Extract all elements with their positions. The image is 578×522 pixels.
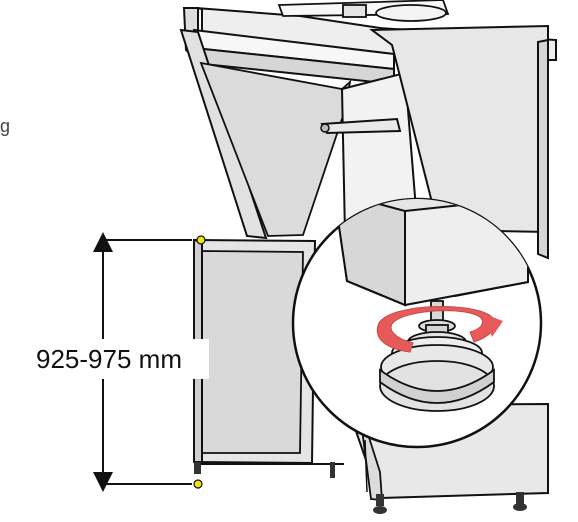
upper-hood xyxy=(179,0,557,260)
zoom-circle xyxy=(291,197,543,449)
hood-cap xyxy=(342,4,367,18)
height-range-label: 925-975 mm xyxy=(9,339,209,379)
rotation-arrow-icon xyxy=(376,306,496,353)
hood-vent xyxy=(375,4,447,22)
lower-marker-yellow xyxy=(193,479,203,489)
cropped-edge-text: g xyxy=(0,116,11,136)
front-cabinet xyxy=(193,235,344,489)
upper-marker-yellow xyxy=(196,235,206,245)
